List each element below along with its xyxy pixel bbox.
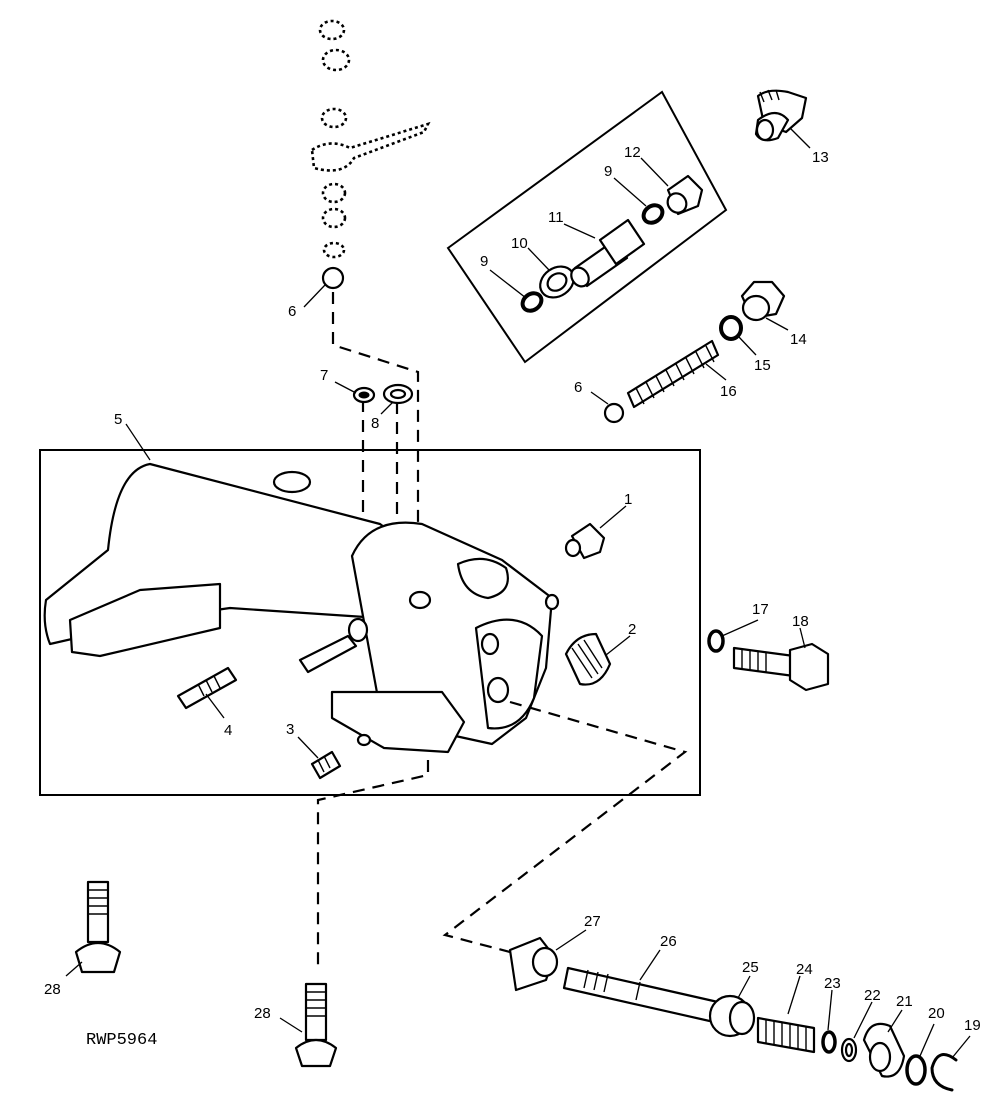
callout-18: 18 xyxy=(792,613,809,630)
callout-6-upper: 6 xyxy=(288,303,296,320)
o-ring-9-right xyxy=(641,203,665,225)
leader-lines xyxy=(65,127,971,1059)
callout-10: 10 xyxy=(511,235,528,252)
bolt-18 xyxy=(732,642,830,692)
phantom-spring-stack xyxy=(310,19,431,259)
callout-16: 16 xyxy=(720,383,737,400)
cap-21 xyxy=(862,1022,906,1078)
callout-20: 20 xyxy=(928,1005,945,1022)
callout-22: 22 xyxy=(864,987,881,1004)
housing-frame xyxy=(39,449,701,796)
flange-bolt-28-left xyxy=(74,880,122,974)
callout-1: 1 xyxy=(624,491,632,508)
plug-14 xyxy=(740,280,786,322)
callout-21: 21 xyxy=(896,993,913,1010)
washer-10 xyxy=(539,265,575,299)
callout-12: 12 xyxy=(624,144,641,161)
callout-11: 11 xyxy=(548,209,564,226)
callout-25: 25 xyxy=(742,959,759,976)
cup-25 xyxy=(708,994,756,1038)
ball-6-upper xyxy=(321,266,345,290)
callout-2: 2 xyxy=(628,621,636,638)
callout-26: 26 xyxy=(660,933,677,950)
assembly-path-lower xyxy=(316,760,430,970)
o-ring-9-left xyxy=(520,291,544,313)
callout-9-left: 9 xyxy=(480,253,488,270)
flange-bolt-28-right xyxy=(294,982,338,1068)
spring-16 xyxy=(626,339,720,409)
ring-7 xyxy=(352,386,376,404)
washer-17 xyxy=(707,629,725,653)
plug-12 xyxy=(666,174,704,216)
steering-housing-5 xyxy=(43,462,560,754)
callout-27: 27 xyxy=(584,913,601,930)
o-ring-20 xyxy=(905,1054,927,1086)
fitting-1 xyxy=(564,522,606,560)
callout-9-right: 9 xyxy=(604,163,612,180)
ball-6-lower xyxy=(603,402,625,424)
stud-4 xyxy=(176,666,238,710)
callout-3: 3 xyxy=(286,721,294,738)
o-ring-23 xyxy=(821,1030,837,1054)
ring-8 xyxy=(382,383,414,405)
callout-23: 23 xyxy=(824,975,841,992)
callout-28-left: 28 xyxy=(44,981,61,998)
callout-6-lower: 6 xyxy=(574,379,582,396)
plug-2 xyxy=(564,632,612,686)
callout-28-right: 28 xyxy=(254,1005,271,1022)
spool-26 xyxy=(562,966,720,1024)
callout-19: 19 xyxy=(964,1017,981,1034)
sleeve-27 xyxy=(508,936,559,992)
set-screw-3 xyxy=(310,750,342,780)
callout-24: 24 xyxy=(796,961,813,978)
callout-5: 5 xyxy=(114,411,122,428)
snap-ring-19 xyxy=(930,1053,958,1092)
washer-22 xyxy=(840,1037,858,1063)
assembly-path-upper xyxy=(331,292,420,600)
callout-8: 8 xyxy=(371,415,379,432)
callout-17: 17 xyxy=(752,601,769,618)
callout-13: 13 xyxy=(812,149,829,166)
figure-id: RWP5964 xyxy=(86,1031,157,1050)
washer-15 xyxy=(719,315,743,341)
assembly-path-valve xyxy=(442,700,688,954)
callout-4: 4 xyxy=(224,722,232,739)
callout-14: 14 xyxy=(790,331,807,348)
inset-frame xyxy=(446,90,728,364)
callout-7: 7 xyxy=(320,367,328,384)
callout-15: 15 xyxy=(754,357,771,374)
spring-24 xyxy=(756,1016,816,1054)
valve-seat-11 xyxy=(570,218,646,288)
elbow-fitting-13 xyxy=(754,89,808,142)
